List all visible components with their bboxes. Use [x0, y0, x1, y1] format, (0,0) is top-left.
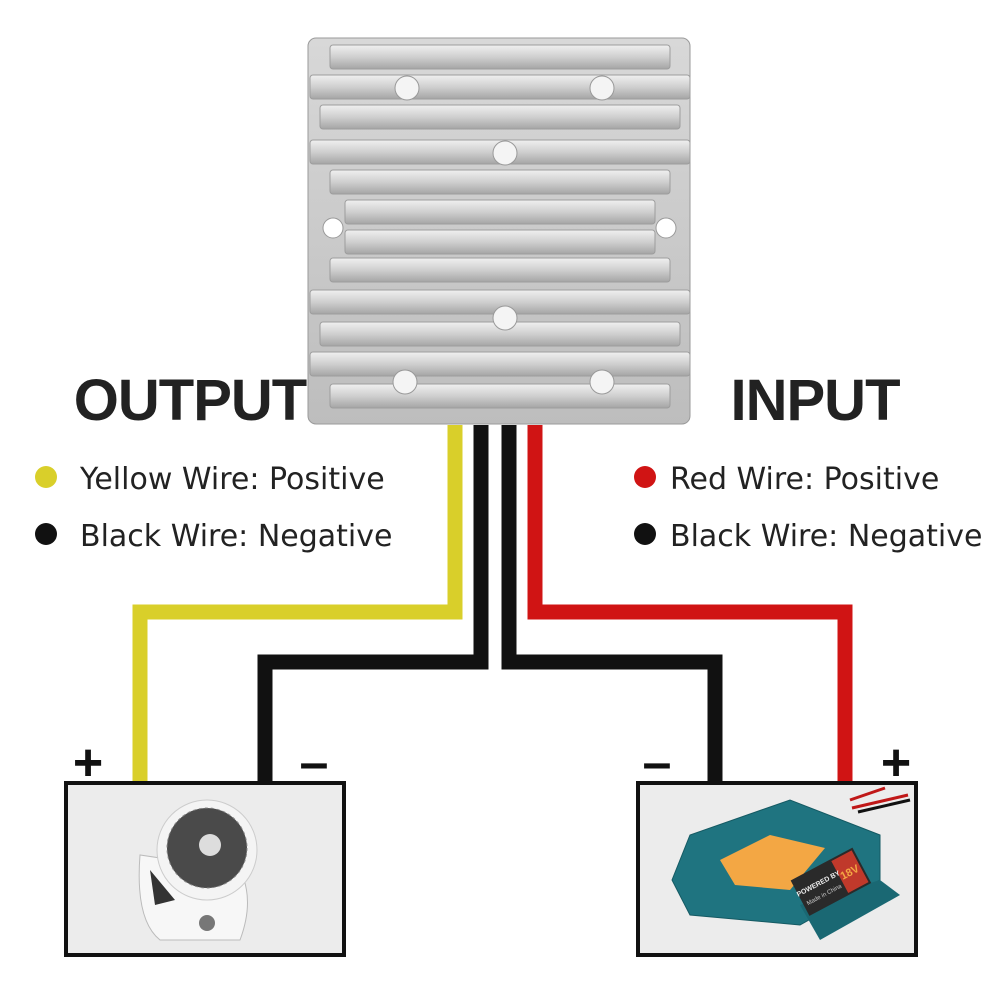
- legend-black-negative-output: Black Wire: Negative: [80, 519, 392, 554]
- black-wire-input: [501, 425, 723, 782]
- black-wire-output: [257, 425, 489, 782]
- heatsink-fin: [344, 229, 656, 255]
- heatsink-fin: [309, 74, 691, 100]
- legend-yellow-positive: Yellow Wire: Positive: [79, 462, 385, 497]
- screw: [392, 369, 418, 395]
- screw: [492, 305, 518, 331]
- legend-black-negative-input: Black Wire: Negative: [670, 519, 982, 554]
- screw: [492, 140, 518, 166]
- output-device-box: [64, 781, 346, 957]
- screw: [394, 75, 420, 101]
- fan-image: [138, 799, 258, 941]
- screw: [589, 369, 615, 395]
- heatsink-fin: [329, 169, 671, 195]
- legend-red-positive: Red Wire: Positive: [670, 462, 939, 497]
- red-dot-icon: [634, 466, 656, 488]
- heatsink-fin: [319, 104, 681, 130]
- screw: [589, 75, 615, 101]
- yellow-wire: [132, 425, 463, 782]
- heatsink-fin: [329, 383, 671, 409]
- output-heading: OUTPUT: [74, 368, 307, 433]
- wires: [132, 425, 853, 782]
- heatsink-fin: [309, 351, 691, 377]
- input-heading: INPUT: [731, 368, 901, 433]
- heatsink-fin: [329, 44, 671, 70]
- mount-hole: [322, 217, 344, 239]
- dc-converter: [307, 37, 691, 425]
- input-device-box: 18V POWERED BY Made in China: [636, 781, 918, 957]
- battery-adapter-image: 18V POWERED BY Made in China: [671, 799, 900, 940]
- heatsink-fin: [344, 199, 656, 225]
- black-dot-icon: [634, 523, 656, 545]
- mount-hole: [655, 217, 677, 239]
- red-wire: [527, 425, 853, 782]
- black-dot-icon: [35, 523, 57, 545]
- heatsink-fin: [329, 257, 671, 283]
- yellow-dot-icon: [35, 466, 57, 488]
